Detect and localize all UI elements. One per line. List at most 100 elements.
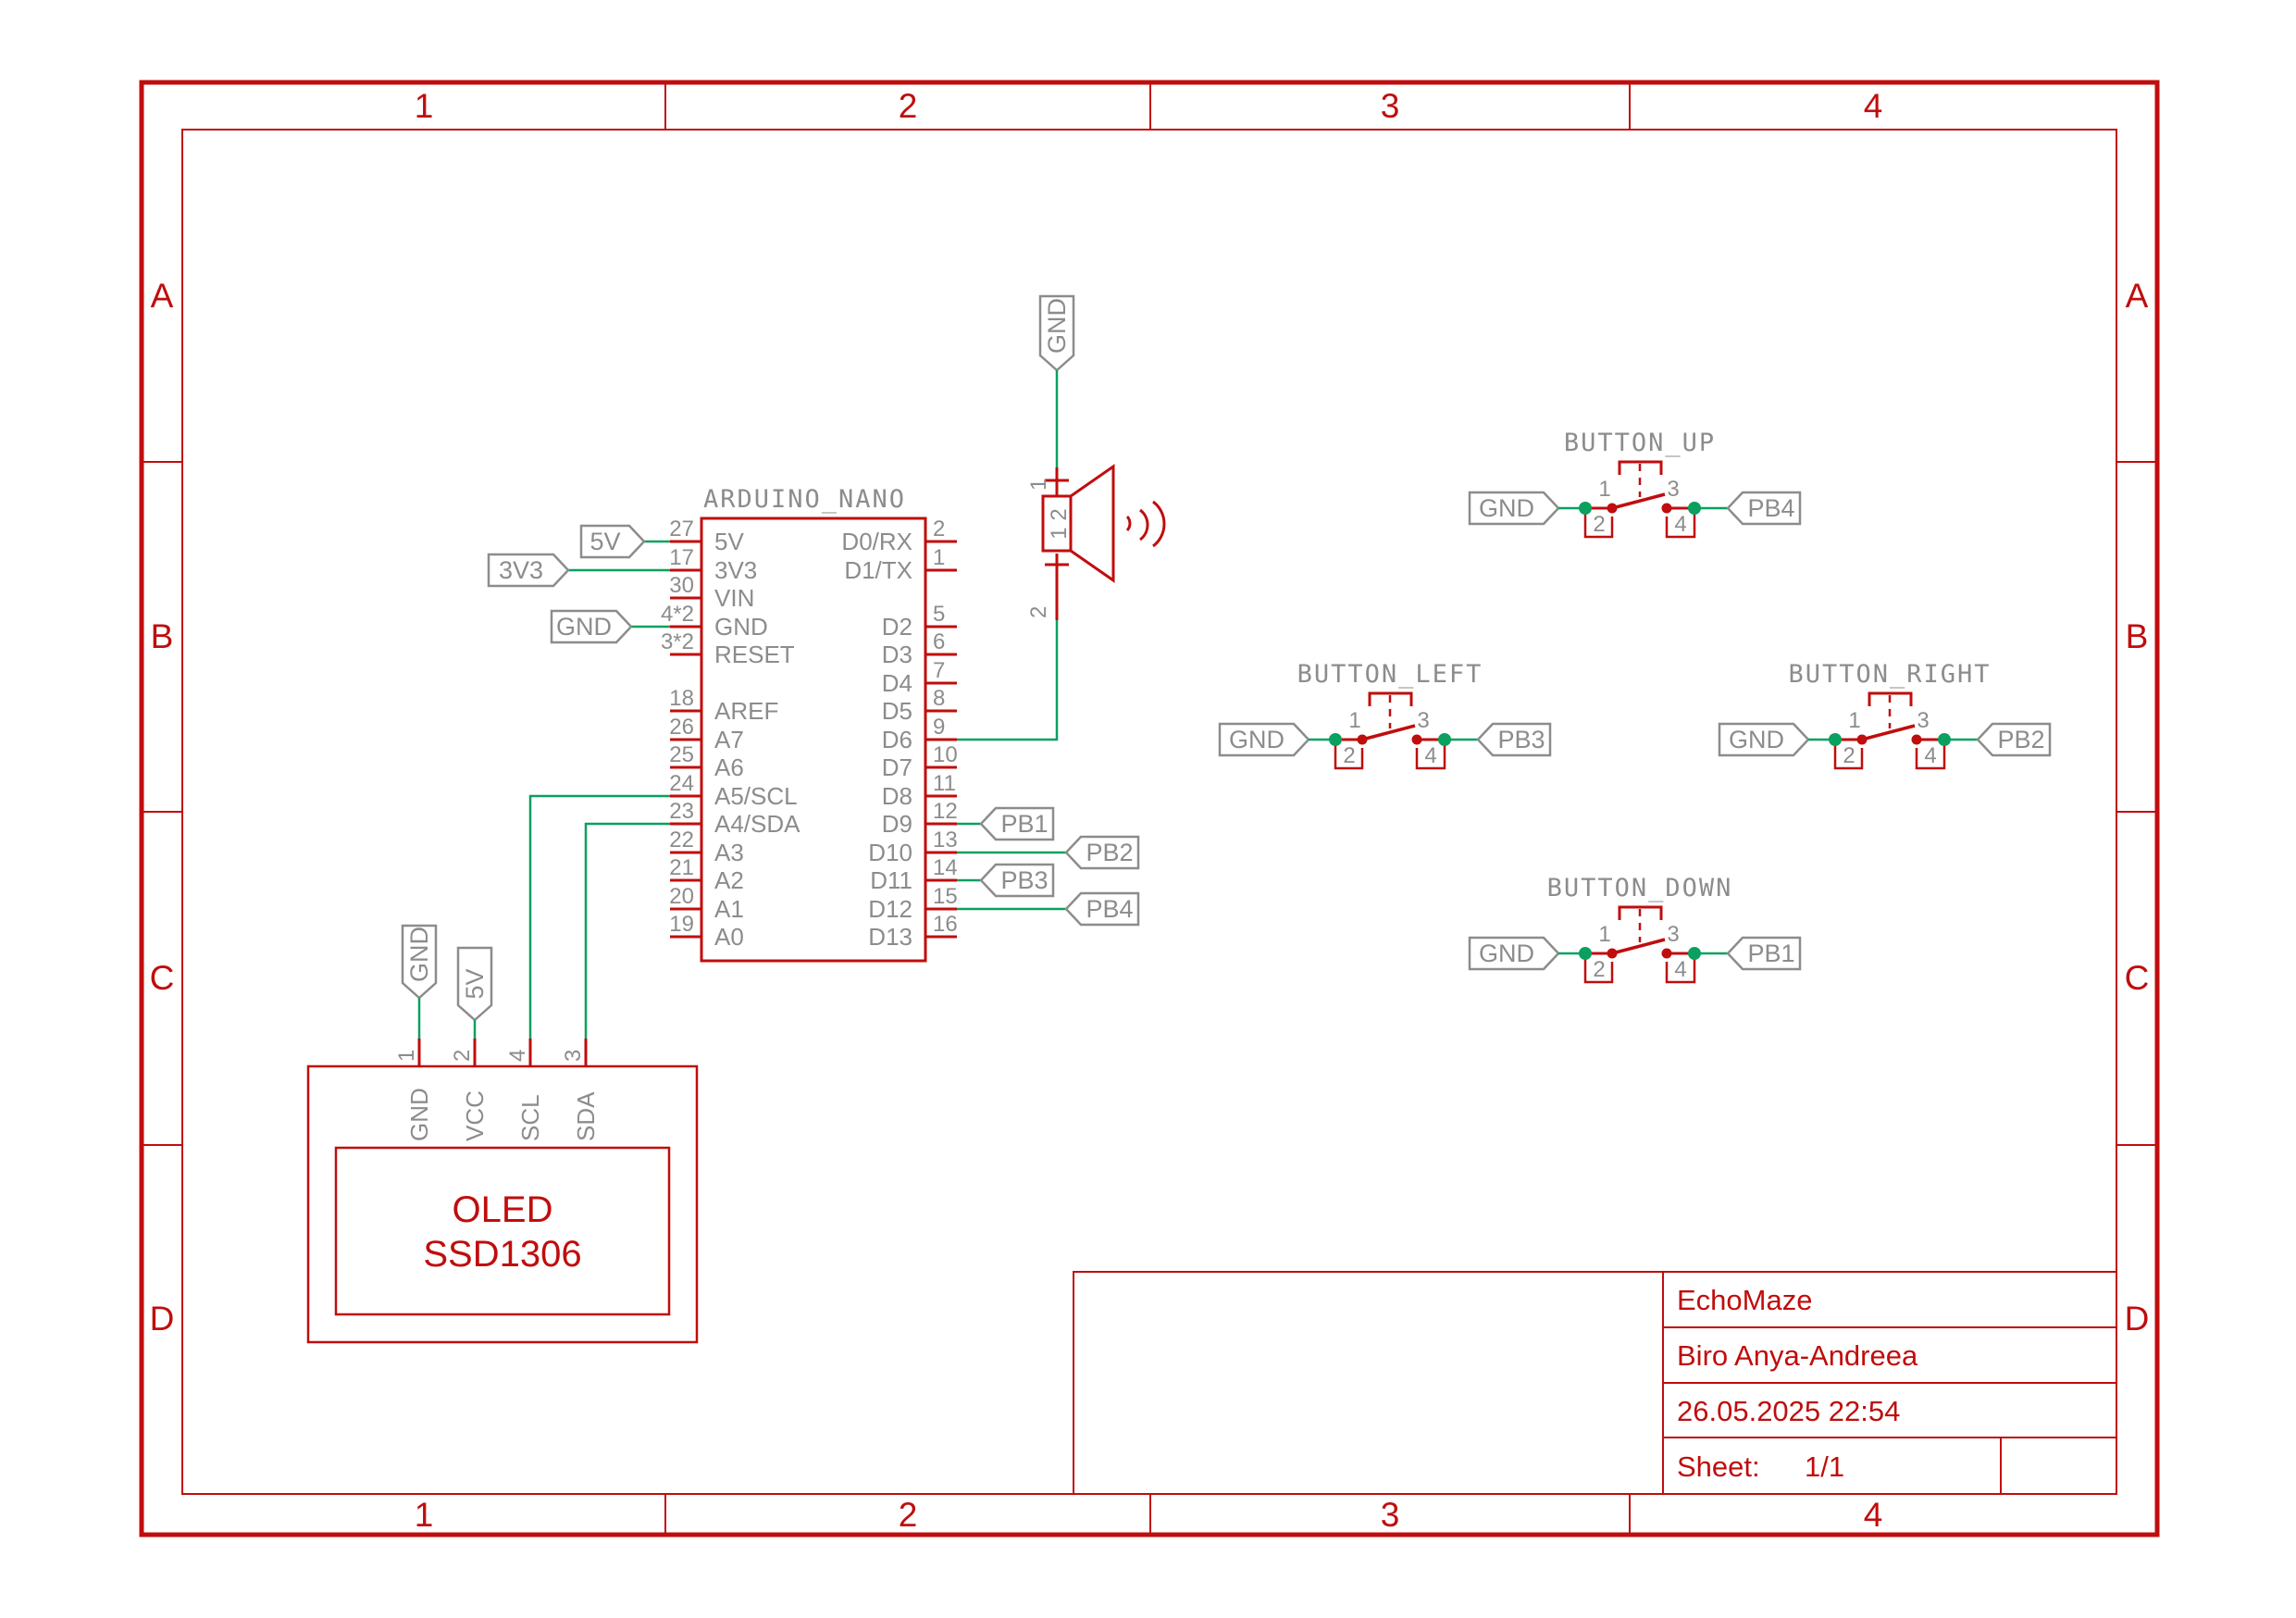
flag-shape: [1064, 891, 1140, 927]
pin-number: 2: [450, 1050, 475, 1062]
frame-col-label: 2: [899, 1496, 918, 1534]
component-button-down[interactable]: BUTTON_DOWN GND PB1 1 2 3 4: [1468, 874, 1802, 984]
net-flag-gnd-speaker[interactable]: GND: [1038, 294, 1075, 372]
frame-row-label: A: [2126, 277, 2149, 315]
net-flag-gnd-oled[interactable]: GND: [401, 924, 438, 1000]
pin-number: 23: [669, 799, 694, 824]
pin-number: 1: [394, 1050, 419, 1062]
pin-name: A3: [714, 839, 744, 866]
net-flag-pb2-arduino[interactable]: PB2: [957, 835, 1140, 870]
pin-number: 17: [669, 545, 694, 570]
component-speaker[interactable]: GND 1 1 2 2: [1026, 294, 1166, 620]
contact-dot: [1607, 503, 1618, 514]
contact-dot: [1661, 503, 1672, 514]
switch-pin2-link: [1583, 954, 1614, 984]
component-button-right[interactable]: BUTTON_RIGHT GND PB2 1 2 3 4: [1718, 660, 2052, 770]
flag-label: GND: [1479, 494, 1534, 522]
pin-number: 3: [1417, 708, 1429, 733]
component-arduino-nano[interactable]: ARDUINO_NANO 27 17 30 4*2 3*2 18 26 25 2…: [661, 485, 958, 963]
flag-label: PB3: [1000, 866, 1048, 894]
title-block: EchoMaze Biro Anya-Andreea 26.05.2025 22…: [1073, 1271, 2116, 1495]
oled-label-line1: OLED: [453, 1189, 553, 1230]
component-name: BUTTON_UP: [1564, 429, 1716, 457]
pin-number: 19: [669, 912, 694, 937]
pin-number: 3: [1667, 922, 1679, 947]
frame-row-label: D: [150, 1300, 175, 1338]
pin-number: 12: [933, 799, 958, 824]
frame-top-dividers: [664, 82, 1631, 130]
flag-shape: [1976, 722, 2052, 757]
component-button-left[interactable]: BUTTON_LEFT GND PB3 1 2 3 4: [1218, 660, 1552, 770]
pin-number: 4: [1924, 743, 1936, 768]
net-flag-5v-oled[interactable]: 5V: [456, 946, 493, 1022]
net-flag-pb3-arduino[interactable]: PB3: [957, 863, 1055, 898]
net-flag-5v[interactable]: 5V: [579, 524, 670, 559]
pin-number: 3*2: [661, 629, 694, 654]
flag-shape: [1218, 722, 1310, 757]
pin-name: SDA: [572, 1091, 600, 1141]
pin-number: 4: [1424, 743, 1436, 768]
flag-shape: [1726, 491, 1802, 526]
frame-row-label: B: [151, 617, 174, 655]
flag-shape: [401, 924, 438, 1000]
sound-wave-icon: [1152, 500, 1166, 548]
frame-col-label: 2: [899, 87, 918, 125]
switch-actuator: [1618, 905, 1663, 920]
pin-number: 4*2: [661, 602, 694, 627]
pin-name: GND: [405, 1088, 433, 1141]
flag-label: 5V: [461, 968, 489, 999]
flag-label: 5V: [590, 528, 620, 555]
pin-name: RESET: [714, 641, 795, 668]
switch-arm: [1361, 724, 1416, 741]
switch-pin4-link: [1665, 509, 1696, 539]
switch-pin2-link: [1334, 741, 1364, 770]
pin-name: SCL: [516, 1094, 544, 1141]
flag-label: GND: [556, 613, 612, 641]
pin-number: 18: [669, 686, 694, 711]
frame-row-label: A: [151, 277, 174, 315]
pin-name: VCC: [461, 1090, 489, 1141]
component-oled[interactable]: GND 5V 1 2 4 3 GND VCC SCL SDA OLED SSD1…: [306, 924, 699, 1344]
switch-pin4-link: [1415, 741, 1446, 770]
pin-name: D12: [868, 895, 912, 923]
pin-name: VIN: [714, 584, 754, 612]
pin-name: D4: [882, 669, 912, 697]
junction-dot: [1579, 502, 1592, 515]
flag-label: GND: [1729, 726, 1784, 753]
pin-number: 30: [669, 573, 694, 598]
net-flag-gnd-arduino[interactable]: GND: [550, 609, 670, 644]
oled-label-line2: SSD1306: [423, 1234, 581, 1275]
oled-screen: [334, 1146, 671, 1316]
flag-shape: [979, 863, 1055, 898]
pin-number: 2: [1593, 512, 1605, 537]
wire-speaker-d6[interactable]: [957, 620, 1059, 741]
frame-right-dividers: [2116, 461, 2157, 1146]
component-name: BUTTON_DOWN: [1547, 874, 1733, 902]
net-flag-pb1-arduino[interactable]: PB1: [957, 806, 1055, 841]
pin-number: 4: [1674, 512, 1686, 537]
net-flag-3v3[interactable]: 3V3: [487, 553, 670, 588]
flag-label: PB4: [1747, 494, 1794, 522]
oled-pin-stubs: [417, 1039, 588, 1066]
wire-sda[interactable]: [584, 822, 670, 1039]
pin-number: 2: [1843, 743, 1855, 768]
pin-number: 15: [933, 884, 958, 909]
project-title: EchoMaze: [1677, 1284, 1812, 1316]
junction-dot: [1438, 733, 1451, 746]
pin-number: 10: [933, 742, 958, 767]
flag-shape: [456, 946, 493, 1022]
pin-name: D3: [882, 641, 912, 668]
flag-label: PB1: [1000, 810, 1048, 838]
flag-shape: [979, 806, 1055, 841]
speaker-cone: [1070, 464, 1115, 583]
net-flag-pb4-arduino[interactable]: PB4: [957, 891, 1140, 927]
wire-scl[interactable]: [528, 794, 670, 1039]
frame-col-label: 1: [415, 1496, 434, 1534]
contact-dot: [1911, 734, 1922, 745]
title-block-grid: [1663, 1271, 2116, 1494]
pin-number: 1: [1026, 479, 1051, 491]
component-button-up[interactable]: BUTTON_UP GND PB4 1 2 3 4: [1468, 429, 1802, 539]
flag-label: PB2: [1086, 839, 1133, 866]
arduino-left-pin-stubs: [670, 540, 701, 939]
